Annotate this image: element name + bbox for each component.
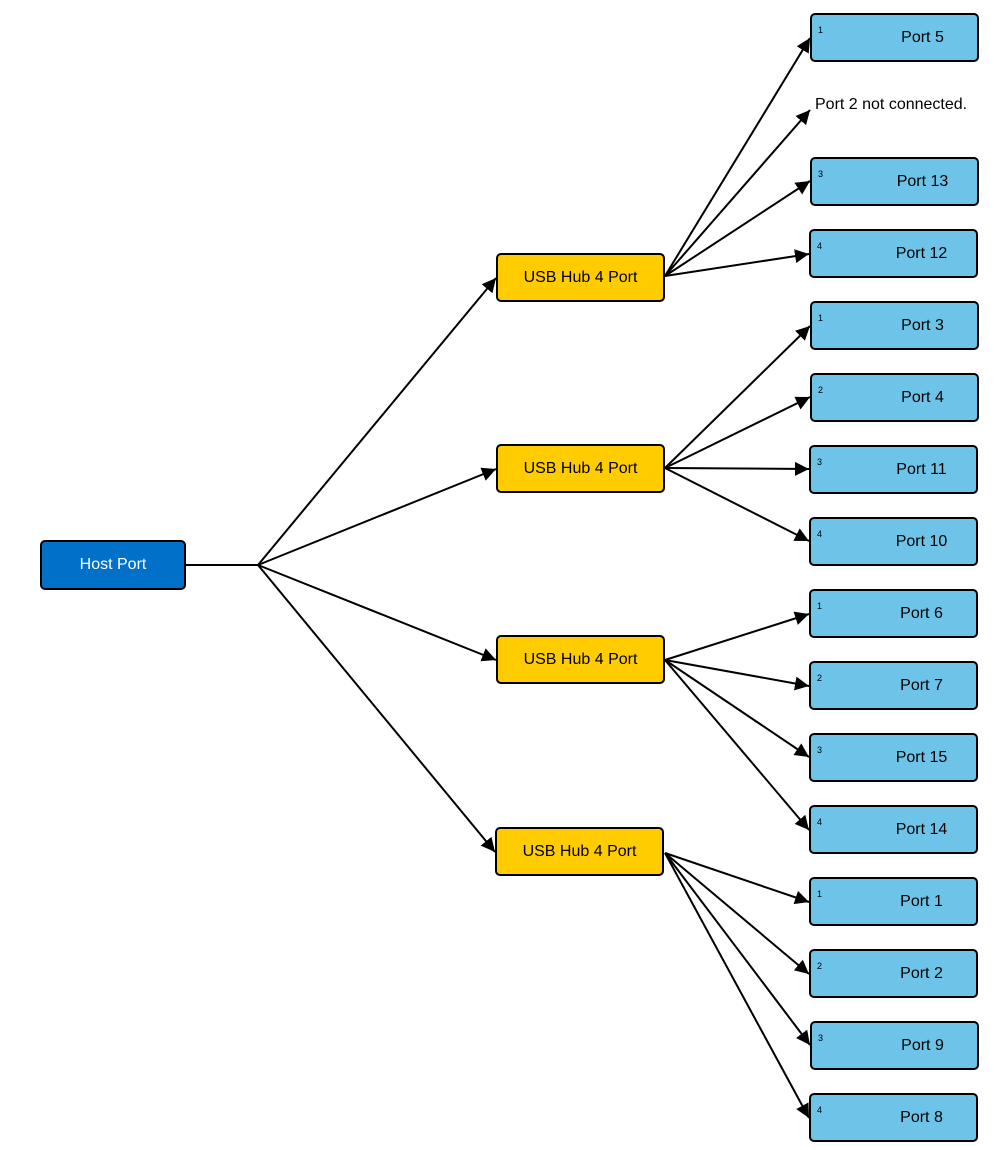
port-label: Port 11 — [896, 460, 947, 478]
hub-2-port-4[interactable]: 4 Port 10 — [809, 517, 978, 566]
port-number: 3 — [818, 1033, 824, 1043]
host-port-label: Host Port — [79, 556, 147, 573]
port-label: Port 15 — [895, 748, 948, 766]
hub-1-port-4[interactable]: 4 Port 12 — [809, 229, 978, 278]
port-number: 1 — [817, 889, 823, 899]
hub-2-to-port-4-arrow — [664, 467, 810, 542]
hub-3-to-port-1-arrow — [664, 611, 810, 661]
hub-2-to-port-1-arrow — [664, 325, 811, 469]
usb-hub-2[interactable]: USB Hub 4 Port — [496, 444, 665, 493]
hub-4-to-port-1-arrow — [664, 852, 810, 905]
hub-1-port-2-not-connected-note: Port 2 not connected. — [815, 96, 968, 113]
host-to-hub-4-arrow — [257, 564, 496, 853]
hub-2-to-port-3-arrow — [664, 461, 810, 476]
port-number: 4 — [817, 529, 823, 539]
usb-hub-3[interactable]: USB Hub 4 Port — [496, 635, 665, 684]
hub-1-to-port-4-arrow — [664, 249, 810, 277]
hub-3-port-4[interactable]: 4 Port 14 — [809, 805, 978, 854]
hub-3-to-port-3-arrow — [664, 659, 810, 758]
hub-4-to-port-3-arrow — [664, 852, 811, 1046]
port-number: 2 — [818, 385, 824, 395]
hub-4-to-port-2-arrow — [664, 852, 810, 975]
port-number: 1 — [817, 601, 823, 611]
hub-1-port-3[interactable]: 3 Port 13 — [810, 157, 979, 206]
hub-label: USB Hub 4 Port — [523, 459, 638, 477]
hub-label: USB Hub 4 Port — [523, 650, 638, 668]
host-to-hub-2-arrow — [257, 467, 497, 566]
port-label: Port 9 — [901, 1036, 944, 1054]
hub-4-port-3[interactable]: 3 Port 9 — [810, 1021, 979, 1070]
port-number: 3 — [817, 745, 823, 755]
port-label: Port 10 — [895, 532, 948, 550]
hub-4-port-2[interactable]: 2 Port 2 — [809, 949, 978, 998]
hub-3-to-port-4-arrow — [664, 659, 810, 831]
hub-4-port-1[interactable]: 1 Port 1 — [809, 877, 978, 926]
port-number: 4 — [817, 241, 823, 251]
hub-1-to-port-2-arrow — [664, 109, 811, 277]
hub-1-to-port-1-arrow — [664, 37, 811, 277]
port-number: 1 — [818, 313, 824, 323]
hub-3-to-port-2-arrow — [664, 659, 810, 691]
port-number: 2 — [817, 961, 823, 971]
hub-2-to-port-2-arrow — [664, 396, 811, 469]
hub-2-port-1[interactable]: 1 Port 3 — [810, 301, 979, 350]
port-number: 2 — [817, 673, 823, 683]
port-number: 3 — [818, 169, 824, 179]
port-label: Port 13 — [896, 172, 949, 190]
usb-hub-1[interactable]: USB Hub 4 Port — [496, 253, 665, 302]
hub-label: USB Hub 4 Port — [523, 268, 638, 286]
port-label: Port 3 — [901, 316, 944, 334]
port-label: Port 6 — [900, 604, 943, 622]
port-label: Port 8 — [900, 1108, 943, 1126]
hub-2-port-2[interactable]: 2 Port 4 — [810, 373, 979, 422]
port-label: Port 7 — [900, 676, 943, 694]
port-number: 4 — [817, 1105, 823, 1115]
hub-3-port-2[interactable]: 2 Port 7 — [809, 661, 978, 710]
host-port-box[interactable]: Host Port — [40, 540, 186, 590]
hub-2-port-3[interactable]: 3 Port 11 — [809, 445, 978, 494]
hub-1-port-1[interactable]: 1 Port 5 — [810, 13, 979, 62]
host-to-hub-3-arrow — [257, 564, 497, 662]
usb-hub-4[interactable]: USB Hub 4 Port — [495, 827, 664, 876]
port-label: Port 1 — [900, 892, 943, 910]
port-label: Port 14 — [895, 820, 948, 838]
host-to-hub-1-arrow — [257, 277, 497, 566]
hub-3-port-3[interactable]: 3 Port 15 — [809, 733, 978, 782]
port-label: Port 5 — [901, 28, 944, 46]
hub-label: USB Hub 4 Port — [522, 842, 637, 860]
hub-4-port-4[interactable]: 4 Port 8 — [809, 1093, 978, 1142]
hub-1-to-port-3-arrow — [664, 180, 811, 277]
hub-3-port-1[interactable]: 1 Port 6 — [809, 589, 978, 638]
port-label: Port 12 — [895, 244, 948, 262]
port-label: Port 4 — [901, 388, 944, 406]
hub-4-to-port-4-arrow — [664, 852, 810, 1119]
port-number: 3 — [817, 457, 823, 467]
port-number: 4 — [817, 817, 823, 827]
port-label: Port 2 — [900, 964, 943, 982]
port-number: 1 — [818, 25, 824, 35]
